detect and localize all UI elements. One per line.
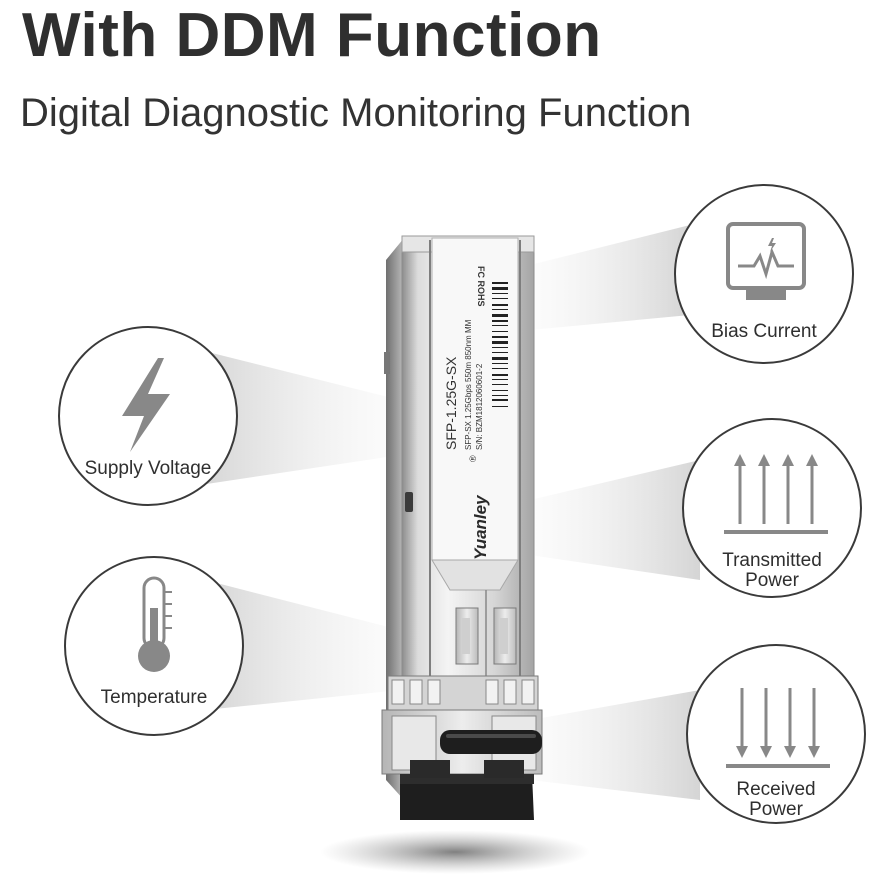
- barcode-bar: [492, 384, 508, 385]
- label-supply-voltage: Supply Voltage: [84, 458, 212, 479]
- module-shadow: [320, 830, 590, 874]
- barcode-bar: [492, 347, 508, 348]
- spec-line: SFP-SX 1.25Gbps 550m 850nm MM: [464, 319, 473, 450]
- label-text-group: FC ROHS: [476, 266, 486, 307]
- feature-supply-voltage: Supply Voltage: [58, 326, 238, 506]
- barcode-bar: [492, 341, 508, 344]
- upward-arrows-icon: [724, 454, 828, 534]
- page-subtitle: Digital Diagnostic Monitoring Function: [20, 91, 692, 135]
- barcode-bar: [492, 395, 508, 396]
- feature-transmitted-power: Transmitted Power: [682, 418, 862, 598]
- label-received-power: Received Power: [688, 780, 864, 820]
- beam-transmitted-power: [530, 460, 700, 580]
- registered-mark: ®: [468, 455, 478, 462]
- label-transmitted-line1: Transmitted: [722, 550, 822, 571]
- barcode-bar: [492, 379, 508, 380]
- brand-logo: Yuanley: [471, 494, 490, 560]
- connector-bottom: [400, 774, 534, 820]
- beam-supply-voltage: [200, 350, 400, 485]
- beam-temperature: [205, 580, 400, 710]
- label-transmitted-line2: Power: [745, 570, 799, 591]
- barcode-bar: [492, 406, 508, 407]
- barcode-bar: [492, 368, 508, 369]
- barcode-bar: [492, 399, 508, 401]
- barcode-bar: [492, 304, 508, 306]
- latch-slot: [405, 492, 413, 512]
- feature-received-power: Received Power: [686, 644, 866, 824]
- barcode-bar: [492, 352, 508, 353]
- barcode-bar: [492, 390, 508, 391]
- barcode-bar: [492, 325, 508, 326]
- barcode-bar: [492, 363, 508, 364]
- barcode-bar: [492, 331, 508, 332]
- module-side-left: [386, 238, 404, 800]
- beam-received-power: [530, 690, 700, 800]
- serial-number: S/N: BZM1812060601-2: [475, 363, 484, 450]
- cert-marks: FC ROHS: [476, 266, 486, 307]
- label-chevron: [431, 559, 519, 591]
- beam-bias-current: [530, 225, 690, 330]
- latch-tab: [384, 352, 390, 374]
- barcode-bar: [492, 293, 508, 294]
- feature-temperature: Temperature: [64, 556, 244, 736]
- barcode-bar: [492, 309, 508, 310]
- barcode-bar: [492, 357, 508, 360]
- barcode-bar: [492, 336, 508, 338]
- feature-bias-current: Bias Current: [674, 184, 854, 364]
- thermometer-icon: [138, 576, 172, 672]
- barcode-bar: [492, 320, 508, 322]
- label-bias-current: Bias Current: [711, 321, 817, 342]
- lightning-bolt-icon: [122, 358, 170, 452]
- label-temperature: Temperature: [100, 687, 208, 708]
- barcode: [492, 282, 508, 407]
- downward-arrows-icon: [726, 688, 830, 768]
- label-received-line1: Received: [736, 779, 816, 800]
- barcode-bar: [492, 314, 508, 317]
- label-transmitted-power: Transmitted Power: [684, 551, 860, 591]
- label-received-line2: Power: [749, 799, 803, 820]
- barcode-bar: [492, 374, 508, 376]
- barcode-bar: [492, 298, 508, 299]
- bail-handle: [440, 730, 542, 754]
- barcode-bar: [492, 282, 508, 284]
- monitor-waveform-icon: [726, 222, 806, 300]
- model-number: SFP-1.25G-SX: [443, 356, 459, 450]
- page-title: With DDM Function: [22, 1, 602, 70]
- barcode-bar: [492, 287, 508, 290]
